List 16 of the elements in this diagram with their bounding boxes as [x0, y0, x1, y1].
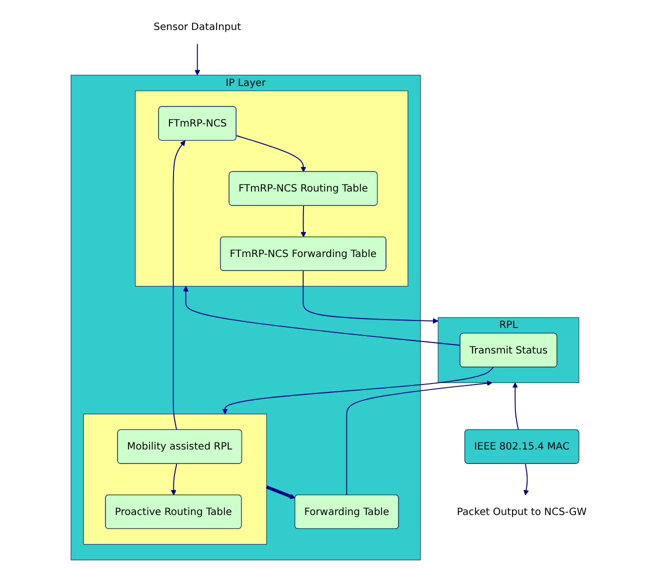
arrow	[303, 270, 439, 324]
arrow	[171, 462, 178, 495]
arrow	[173, 140, 186, 430]
arrow	[195, 42, 201, 75]
arrow	[512, 382, 520, 430]
arrow	[524, 462, 530, 495]
arrow	[222, 366, 494, 414]
arrow	[184, 286, 461, 346]
node-text: Sensor DataInput	[154, 20, 242, 32]
arrow	[236, 134, 307, 172]
node-text: Packet Output to NCS-GW	[457, 504, 588, 517]
cluster	[135, 90, 409, 286]
arrow	[266, 484, 296, 498]
arrow	[301, 204, 307, 237]
arrow	[346, 380, 493, 495]
cluster	[84, 413, 268, 544]
